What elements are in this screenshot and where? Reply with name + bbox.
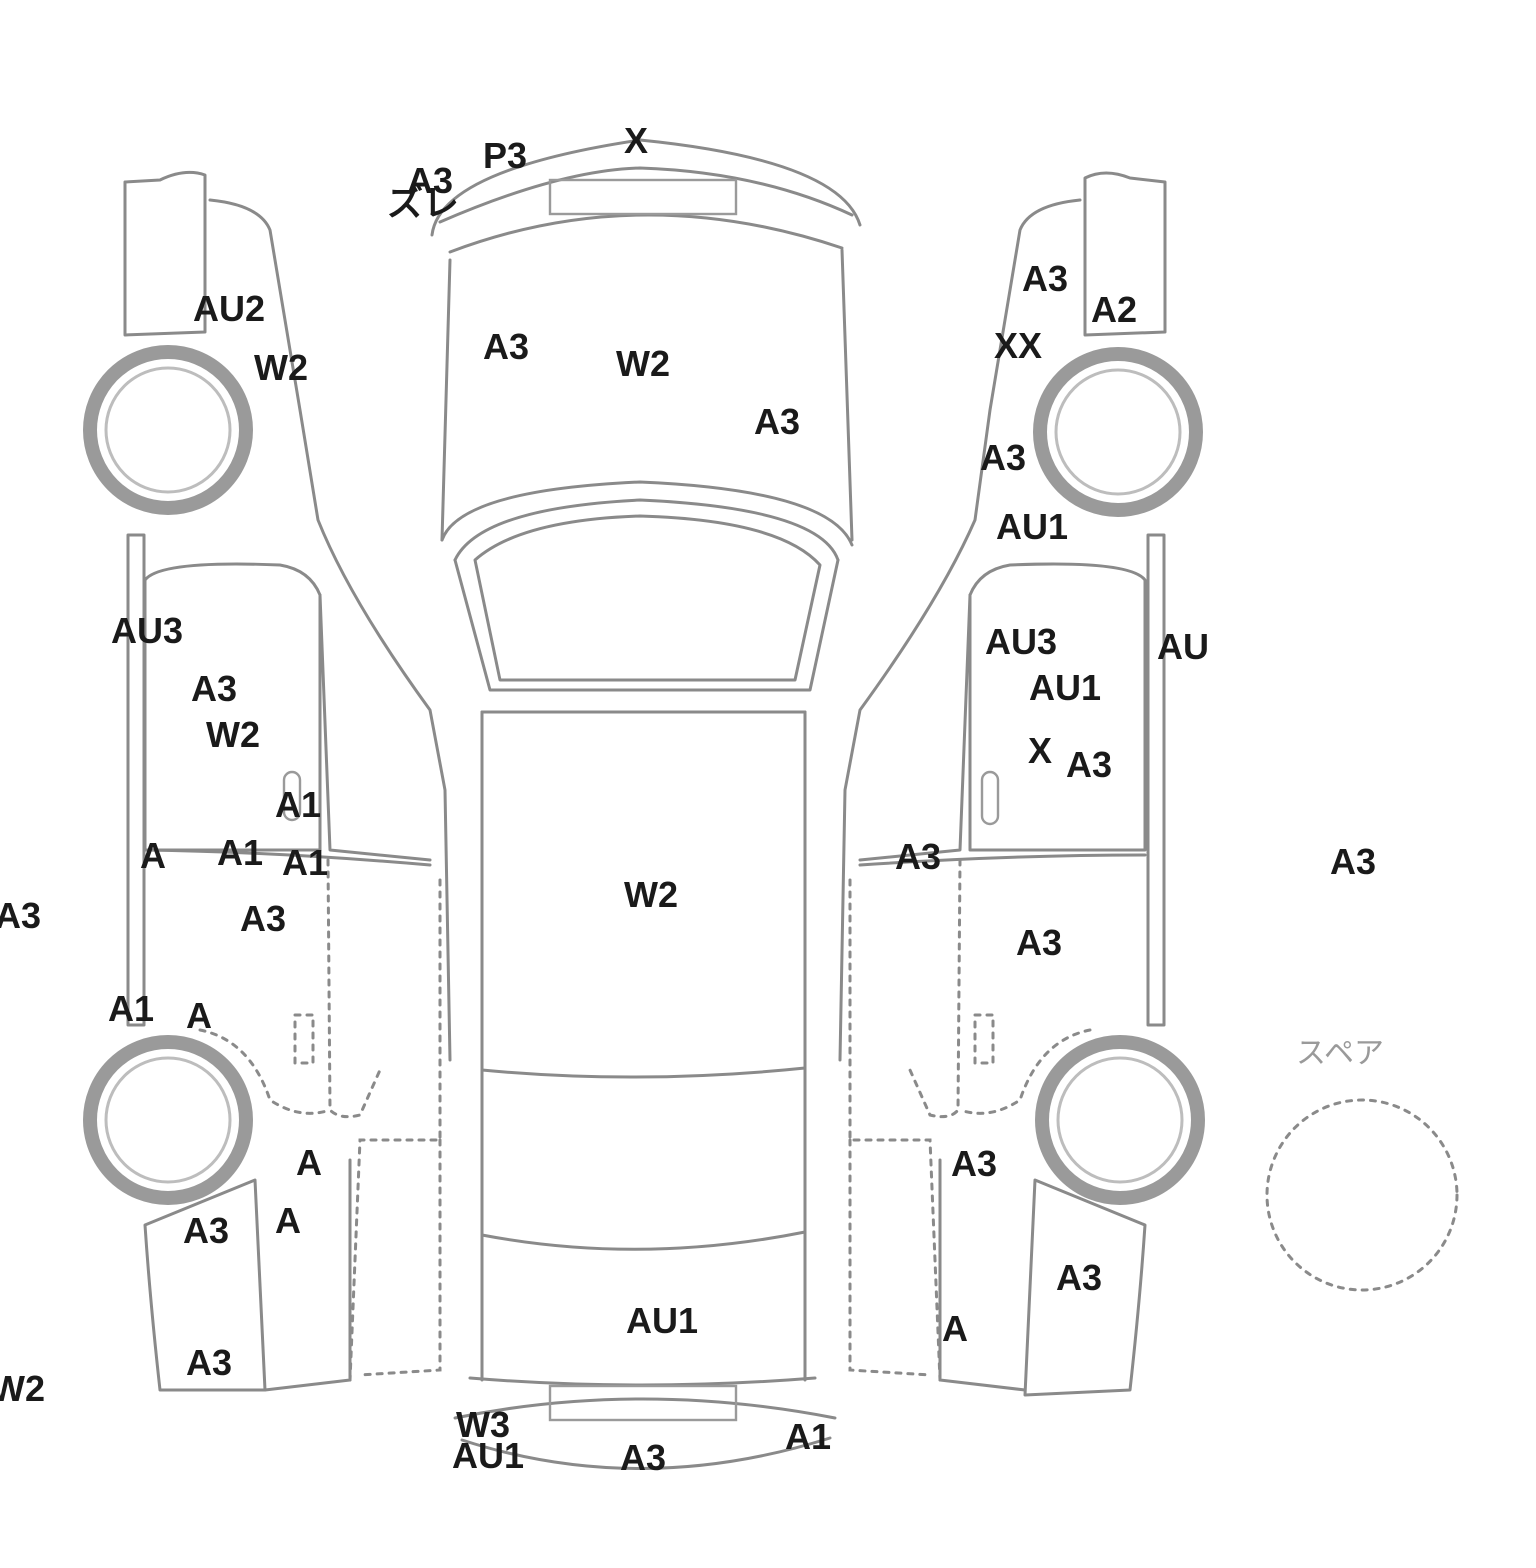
damage-mark-left-a-q1: A bbox=[296, 1142, 322, 1183]
damage-mark-right-fdoor-x: X bbox=[1027, 730, 1053, 771]
damage-mark-right-fdoor-au1: AU1 bbox=[1028, 667, 1102, 708]
damage-mark-left-a1-mid: A1 bbox=[216, 832, 264, 873]
damage-mark-spare-a3: A3 bbox=[1329, 841, 1377, 882]
spare-label: スペア bbox=[1296, 1036, 1384, 1071]
damage-mark-left-fdoor-w2: W2 bbox=[206, 714, 260, 755]
damage-mark-rear-bumper-a3: A3 bbox=[619, 1437, 667, 1478]
damage-mark-left-rdoor-a3: A3 bbox=[239, 898, 287, 939]
damage-mark-left-a: A bbox=[140, 835, 166, 876]
damage-mark-roof-front-zure: ズレ bbox=[386, 182, 460, 223]
damage-mark-left-a1-low: A1 bbox=[107, 988, 155, 1029]
damage-mark-rear-bumper-w3: W3 bbox=[456, 1404, 510, 1445]
damage-mark-left-bumper-a3: A3 bbox=[185, 1342, 233, 1383]
right-side-outline bbox=[838, 171, 1205, 1397]
damage-mark-roof-front-x: X bbox=[623, 120, 649, 161]
damage-mark-left-quarter-a3: A3 bbox=[182, 1210, 230, 1251]
left-side-outline bbox=[83, 170, 452, 1392]
damage-mark-left-a-q2: A bbox=[275, 1200, 301, 1241]
damage-mark-right-a-low: A bbox=[942, 1308, 968, 1349]
damage-mark-right-fender-a2: A2 bbox=[1090, 289, 1138, 330]
damage-mark-hood-a3-left: A3 bbox=[482, 326, 530, 367]
damage-mark-left-fender-w2: W2 bbox=[254, 347, 308, 388]
damage-mark-right-fender-a3: A3 bbox=[1021, 258, 1069, 299]
damage-mark-right-fender-xx: XX bbox=[993, 325, 1043, 366]
damage-mark-right-bumper-a3: A3 bbox=[1055, 1257, 1103, 1298]
damage-mark-roof-w2: W2 bbox=[624, 874, 678, 915]
damage-mark-left-edge-a3: A3 bbox=[0, 895, 42, 936]
damage-mark-right-pillar-a3: A3 bbox=[894, 836, 942, 877]
damage-mark-roof-front-a3: A3 bbox=[406, 160, 454, 201]
damage-mark-left-fender-au2: AU2 bbox=[192, 288, 266, 329]
damage-mark-rear-bumper-a1: A1 bbox=[784, 1416, 832, 1457]
damage-mark-roof-front-p3: P3 bbox=[482, 135, 528, 176]
center-body-outline bbox=[430, 138, 862, 1470]
damage-mark-right-fdoor-a3: A3 bbox=[1065, 744, 1113, 785]
damage-mark-rear-bumper-au1: AU1 bbox=[451, 1435, 525, 1476]
damage-mark-left-fdoor-a3: A3 bbox=[190, 668, 238, 709]
damage-mark-right-fender-a3-low: A3 bbox=[979, 437, 1027, 478]
damage-mark-left-fdoor-a1-handle: A1 bbox=[274, 784, 322, 825]
damage-mark-left-a1-right: A1 bbox=[281, 842, 329, 883]
damage-mark-left-edge-w2: W2 bbox=[0, 1368, 45, 1409]
damage-mark-left-sill-au3: AU3 bbox=[110, 610, 184, 651]
spare-tire-circle bbox=[1265, 1098, 1459, 1292]
damage-mark-right-au1-top: AU1 bbox=[995, 506, 1069, 547]
damage-mark-right-quarter-a3: A3 bbox=[950, 1143, 998, 1184]
damage-mark-hood-a3-right: A3 bbox=[753, 401, 801, 442]
damage-mark-right-rdoor-a3: A3 bbox=[1015, 922, 1063, 963]
damage-mark-left-a-low: A bbox=[186, 995, 212, 1036]
damage-mark-right-fdoor-au3: AU3 bbox=[984, 621, 1058, 662]
damage-mark-right-sill-au: AU bbox=[1157, 626, 1209, 667]
damage-mark-trunk-au1: AU1 bbox=[625, 1300, 699, 1341]
damage-mark-hood-w2: W2 bbox=[616, 343, 670, 384]
